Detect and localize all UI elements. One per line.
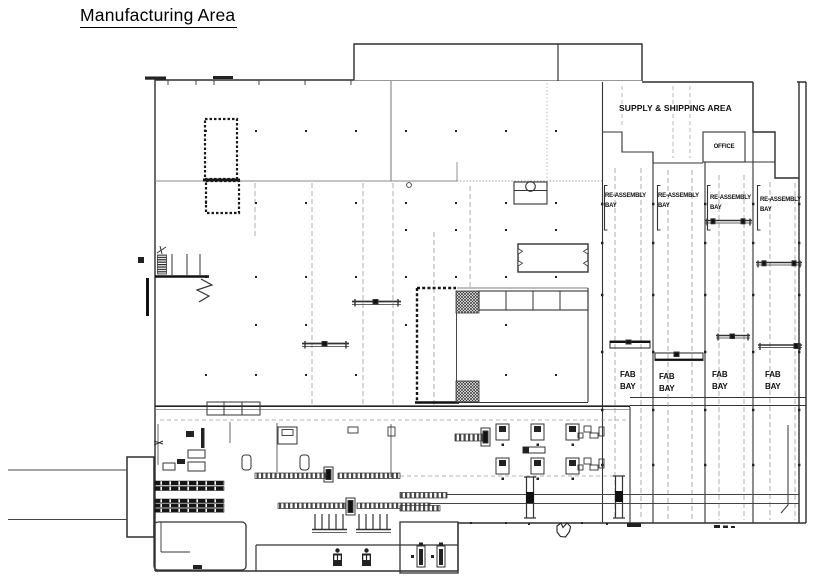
machine-icon: [495, 423, 580, 480]
bay-equipment: [603, 184, 802, 514]
area-label-office: OFFICE: [713, 144, 735, 150]
storage-rack-icon: [154, 480, 225, 513]
table: [206, 401, 261, 416]
machine-icon: [513, 181, 548, 205]
machine-room: [399, 521, 459, 574]
hatched-block: [455, 290, 480, 314]
column-dots: [167, 80, 801, 525]
dashed-enclosures: [203, 117, 241, 215]
wall-details: [138, 76, 233, 316]
interior-walls: [153, 44, 806, 574]
operator-station-icon: [333, 548, 371, 566]
office-room: [702, 131, 746, 163]
notched-table: [517, 243, 589, 273]
machines: [153, 422, 735, 569]
area-label-fab-bay-1: FAB BAY: [620, 370, 636, 391]
area-label-reassembly-bay-2: RE-ASSEMBLY BAY: [658, 193, 699, 209]
gate-bracket: [524, 475, 625, 519]
page-title: Manufacturing Area: [80, 5, 238, 28]
area-label-reassembly-bay-4: RE-ASSEMBLY BAY: [760, 197, 801, 213]
area-label-fab-bay-2: FAB BAY: [659, 372, 675, 393]
machine-icon: [411, 542, 446, 568]
central-work-area: [206, 181, 589, 416]
area-label-reassembly-bay-3: RE-ASSEMBLY BAY: [710, 195, 751, 211]
grid-lines: [160, 83, 796, 520]
area-label-fab-bay-4: FAB BAY: [765, 370, 781, 391]
area-label-reassembly-bay-1: RE-ASSEMBLY BAY: [605, 193, 646, 209]
roller-conveyor-icon: [254, 427, 799, 533]
building-outline: [8, 43, 807, 572]
stairs-icon: [155, 245, 214, 303]
crane-rail-icon: [609, 218, 802, 362]
hatched-block: [455, 380, 480, 403]
area-label-supply-shipping: SUPPLY & SHIPPING AREA: [619, 103, 732, 113]
dock-icon: [126, 456, 155, 538]
annex-room: [153, 521, 247, 571]
area-label-fab-bay-3: FAB BAY: [712, 370, 728, 391]
crane-rail-icon: [302, 299, 401, 349]
